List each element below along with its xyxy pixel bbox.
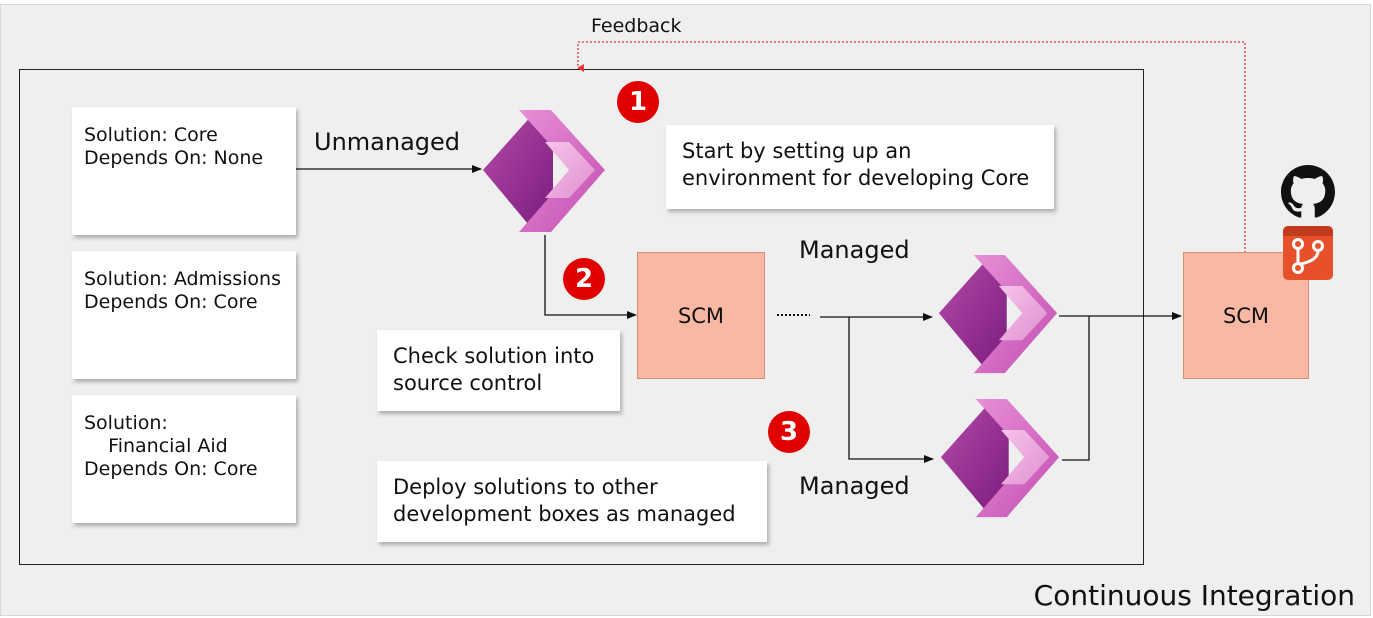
feedback-label: Feedback [591,15,682,37]
scm-box-left: SCM [637,252,765,379]
unmanaged-label: Unmanaged [314,128,461,156]
solution-admissions-card: Solution: Admissions Depends On: Core [72,251,296,379]
power-apps-logo-icon [483,110,605,232]
feedback-connector [577,41,1246,253]
azure-repos-icon [1283,226,1333,280]
solution-core-card: Solution: Core Depends On: None [72,107,296,235]
power-apps-logo-icon [940,398,1060,518]
managed-bottom-label: Managed [799,472,910,500]
step-2-badge: 2 [563,258,605,300]
continuous-integration-label: Continuous Integration [1033,579,1355,612]
bottom-return-connector [1062,316,1090,461]
step-1-badge: 1 [617,81,659,123]
solution-financial-aid-card: Solution: Financial Aid Depends On: Core [72,395,296,523]
github-icon [1281,165,1335,218]
step-1-note: Start by setting up an environment for d… [666,125,1054,209]
step-3-note: Deploy solutions to other development bo… [377,461,767,542]
managed-bottom-connector [848,317,934,463]
step-3-badge: 3 [768,411,810,453]
step-2-note: Check solution into source control [377,330,620,411]
power-apps-logo-icon [938,254,1058,374]
checkin-connector [544,235,637,319]
managed-top-label: Managed [799,236,910,264]
